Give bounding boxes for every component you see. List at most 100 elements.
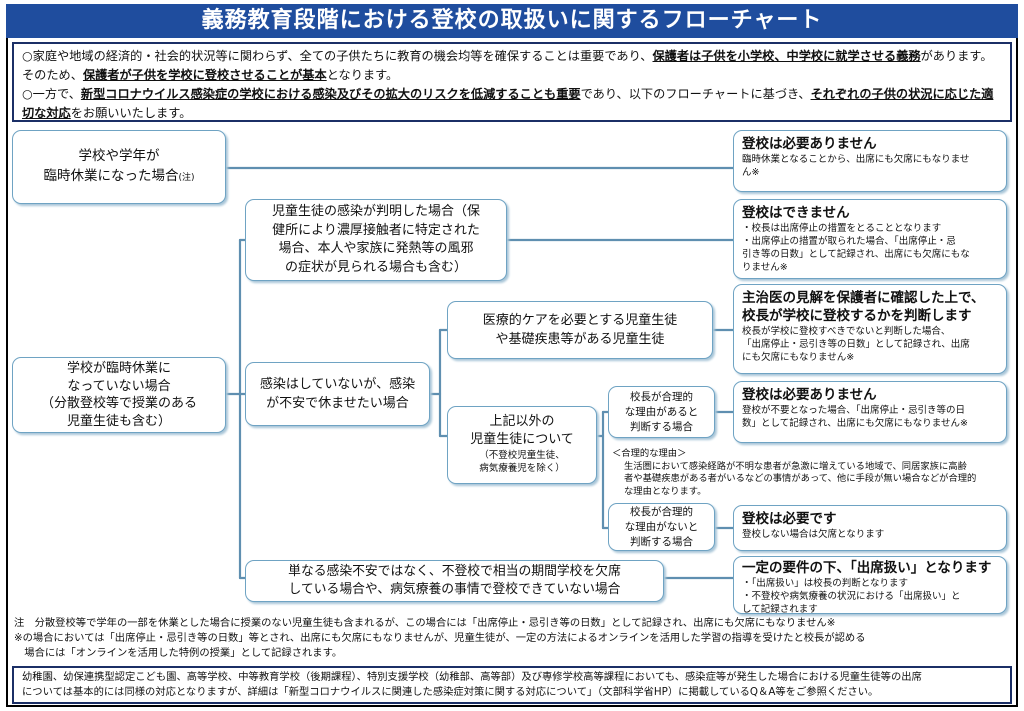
node-school-open: 学校が臨時休業になっていない場合 （分散登校等で授業のある児童生徒も含む） <box>12 357 226 433</box>
line: 「出席停止・忌引き等の日数」として記録され、出席 <box>742 339 970 350</box>
result-no-attendance-reasonable: 登校は必要ありません 登校が不要となった場合、「出席停止・忌引き等の日数」として… <box>733 381 1007 443</box>
line: ・校長は出席停止の措置をとることとなります <box>742 223 942 234</box>
result-detail: 登校が不要となった場合、「出席停止・忌引き等の日数」として記録され、出席にも欠席… <box>742 404 998 430</box>
result-no-attendance-closure: 登校は必要ありません 臨時休業となることから、出席にも欠席にもなりません※ <box>733 130 1007 192</box>
node-anxious: 感染はしていないが、感染が不安で休ませたい場合 <box>245 362 430 426</box>
footnote: ※の場合においては「出席停止・忌引き等の日数」等とされ、出席にも欠席にもなりませ… <box>14 632 866 644</box>
line: 者や基礎疾患がある者がいるなどの事情があって、他に手段が無い場合などが合理的 <box>624 473 977 484</box>
line: 臨時休業になった場合 <box>43 168 179 184</box>
line: （不登校児童生徒、 <box>479 450 565 461</box>
line: 数」として記録され、出席にも欠席にもなりません※ <box>742 418 968 429</box>
node-text: 上記以外の児童生徒について （不登校児童生徒、病気療養児を除く） <box>470 413 574 477</box>
footnotes: 注 分散登校等で学年の一部を休業とした場合に授業のない児童生徒も含まれるが、この… <box>14 616 1014 661</box>
node-reason-yes: 校長が合理的な理由があると判断する場合 <box>608 386 715 438</box>
note-mark: (注) <box>178 173 195 183</box>
line: 感染はしていないが、感染 <box>259 377 416 392</box>
bottom-note-box: 幼稚園、幼保連携型認定こども園、高等学校、中等教育学校（後期課程）、特別支援学校… <box>12 666 1012 704</box>
node-text: 校長が合理的な理由があると判断する場合 <box>625 390 699 435</box>
line: が不安で休ませたい場合 <box>266 396 409 411</box>
line: 判断する場合 <box>630 420 693 433</box>
line: （分散登校等で授業のある <box>40 396 197 411</box>
reason-note-body: 生活圏において感染経路が不明な患者が急激に増えている地域で、同居家族に高齢者や基… <box>612 461 1012 499</box>
line: している場合や、病気療養の事情で登校できていない場合 <box>288 582 621 597</box>
result-heading: 登校は必要ありません <box>742 387 877 403</box>
intro-paragraph-2: ○一方で、新型コロナウイルス感染症の学校における感染及びその拡大のリスクを低減す… <box>22 85 1002 123</box>
line: 生活圏において感染経路が不明な患者が急激に増えている地域で、同居家族に高齢 <box>624 460 967 472</box>
line: な理由がないと <box>624 520 699 533</box>
result-cannot-attend: 登校はできません ・校長は出席停止の措置をとることとなります・出席停止の措置が取… <box>733 199 1007 279</box>
node-subtext: （不登校児童生徒、病気療養児を除く） <box>479 449 565 475</box>
node-text: 児童生徒の感染が判明した場合（保健所により濃厚接触者に特定された場合、本人や家族… <box>272 203 480 277</box>
result-detail: 臨時休業となることから、出席にも欠席にもなりません※ <box>742 153 998 179</box>
footnote: 注 分散登校等で学年の一部を休業とした場合に授業のない児童生徒も含まれるが、この… <box>14 617 836 629</box>
bottom-note-line: 幼稚園、幼保連携型認定こども園、高等学校、中等教育学校（後期課程）、特別支援学校… <box>22 671 922 683</box>
result-detail: 校長が学校に登校すべきでないと判断した場合、「出席停止・忌引き等の日数」として記… <box>742 325 998 364</box>
intro-text: 一方で、 <box>32 87 81 101</box>
node-text: 医療的ケアを必要とする児童生徒や基礎疾患等がある児童生徒 <box>483 311 678 349</box>
result-detail: ・「出席扱い」は校長の判断となります・不登校や病気療養の状況における「出席扱い」… <box>742 577 998 616</box>
result-attendance-treated: 一定の要件の下、「出席扱い」となります ・「出席扱い」は校長の判断となります・不… <box>733 556 1007 616</box>
line: 登校が不要となった場合、「出席停止・忌引き等の日 <box>742 405 965 416</box>
result-heading: 一定の要件の下、「出席扱い」となります <box>742 560 992 576</box>
node-truancy-illness: 単なる感染不安ではなく、不登校で相当の期間学校を欠席している場合や、病気療養の事… <box>245 560 664 602</box>
node-reason-no: 校長が合理的な理由がないと判断する場合 <box>608 503 715 551</box>
bottom-note-line: については基本的には同様の対応となりますが、詳細は「新型コロナウイルスに関連した… <box>22 686 879 698</box>
intro-box: ○家庭や地域の経済的・社会的状況等に関わらず、全ての子供たちに教育の機会均等を確… <box>12 42 1012 122</box>
line: ・不登校や病気療養の状況における「出席扱い」と <box>742 591 961 602</box>
reason-note-heading: ＜合理的な理由＞ <box>612 448 687 459</box>
result-heading: 登校は必要です <box>742 511 837 527</box>
footnote: 場合には「オンラインを活用した特例の授業」として記録されます。 <box>14 647 343 659</box>
intro-emphasis: 保護者が子供を学校に登校させることが基本 <box>82 68 327 82</box>
line: 登校しない場合は欠席となります <box>742 529 885 540</box>
bullet: ○ <box>22 87 33 101</box>
intro-text: となります。 <box>326 68 399 82</box>
line: な理由となります。 <box>624 485 707 497</box>
intro-emphasis: それぞれの子供の状況に応じた適切な対応 <box>22 87 994 120</box>
result-detail: 登校しない場合は欠席となります <box>742 528 998 541</box>
line: して記録されます <box>742 604 818 615</box>
line: 場合、本人や家族に発熱等の風邪 <box>278 241 474 256</box>
line: 判断する場合 <box>630 535 693 548</box>
line: ん※ <box>742 167 760 178</box>
line: ・「出席扱い」は校長の判断となります <box>742 578 908 589</box>
line: 単なる感染不安ではなく、不登校で相当の期間学校を欠席 <box>288 564 621 579</box>
intro-paragraph-1: ○家庭や地域の経済的・社会的状況等に関わらず、全ての子供たちに教育の機会均等を確… <box>22 47 1002 85</box>
line: りません※ <box>742 262 788 273</box>
node-medical-care: 医療的ケアを必要とする児童生徒や基礎疾患等がある児童生徒 <box>447 301 713 359</box>
intro-text: 家庭や地域の経済的・社会的状況等に関わらず、全ての子供たちに教育の機会均等を確保… <box>32 49 653 63</box>
result-heading-2: 校長が学校に登校するかを判断します <box>742 308 972 324</box>
result-attendance-required: 登校は必要です 登校しない場合は欠席となります <box>733 505 1007 551</box>
node-text: 学校や学年が臨時休業になった場合(注) <box>43 146 194 188</box>
line: 児童生徒の感染が判明した場合（保 <box>271 204 480 219</box>
line: の症状が見られる場合も含む） <box>284 259 467 275</box>
node-other-students: 上記以外の児童生徒について （不登校児童生徒、病気療養児を除く） <box>447 406 597 484</box>
line: 上記以外の <box>489 414 555 429</box>
line: 校長が学校に登校すべきでないと判断した場合、 <box>742 326 951 337</box>
bullet: ○ <box>22 49 33 63</box>
result-heading: 主治医の見解を保護者に確認した上で、 <box>742 290 985 306</box>
node-text: 感染はしていないが、感染が不安で休ませたい場合 <box>260 375 415 413</box>
intro-emphasis: 新型コロナウイルス感染症の学校における感染及びその拡大のリスクを低減することも重… <box>80 87 581 101</box>
result-heading: 登校は必要ありません <box>742 136 877 152</box>
line: 医療的ケアを必要とする児童生徒 <box>482 313 678 328</box>
intro-text: であり、以下のフローチャートに基づき、 <box>580 87 811 101</box>
line: 校長が合理的 <box>630 390 693 403</box>
line: 臨時休業となることから、出席にも欠席にもなりませ <box>742 154 970 165</box>
node-text: 学校が臨時休業になっていない場合 （分散登校等で授業のある児童生徒も含む） <box>41 360 197 430</box>
line: 児童生徒について <box>470 432 574 447</box>
line: なっていない場合 <box>67 378 171 394</box>
result-heading: 登校はできません <box>742 205 850 221</box>
line: ・出席停止の措置が取られた場合、「出席停止・忌 <box>742 236 956 247</box>
line: 児童生徒も含む） <box>66 413 171 429</box>
line: にも欠席にもなりません※ <box>742 352 855 363</box>
intro-text: をお願いいたします。 <box>70 106 192 120</box>
result-principal-decides: 主治医の見解を保護者に確認した上で、 校長が学校に登校するかを判断します 校長が… <box>733 284 1007 374</box>
reason-note: ＜合理的な理由＞ 生活圏において感染経路が不明な患者が急激に増えている地域で、同… <box>612 448 1012 498</box>
line: 病気療養児を除く） <box>479 463 565 474</box>
node-text: 校長が合理的な理由がないと判断する場合 <box>625 505 699 550</box>
line: 学校が臨時休業に <box>66 361 171 376</box>
line: な理由があると <box>624 405 699 418</box>
node-school-closure: 学校や学年が臨時休業になった場合(注) <box>12 130 226 204</box>
node-text: 単なる感染不安ではなく、不登校で相当の期間学校を欠席している場合や、病気療養の事… <box>288 563 621 599</box>
node-infected: 児童生徒の感染が判明した場合（保健所により濃厚接触者に特定された場合、本人や家族… <box>245 199 507 281</box>
